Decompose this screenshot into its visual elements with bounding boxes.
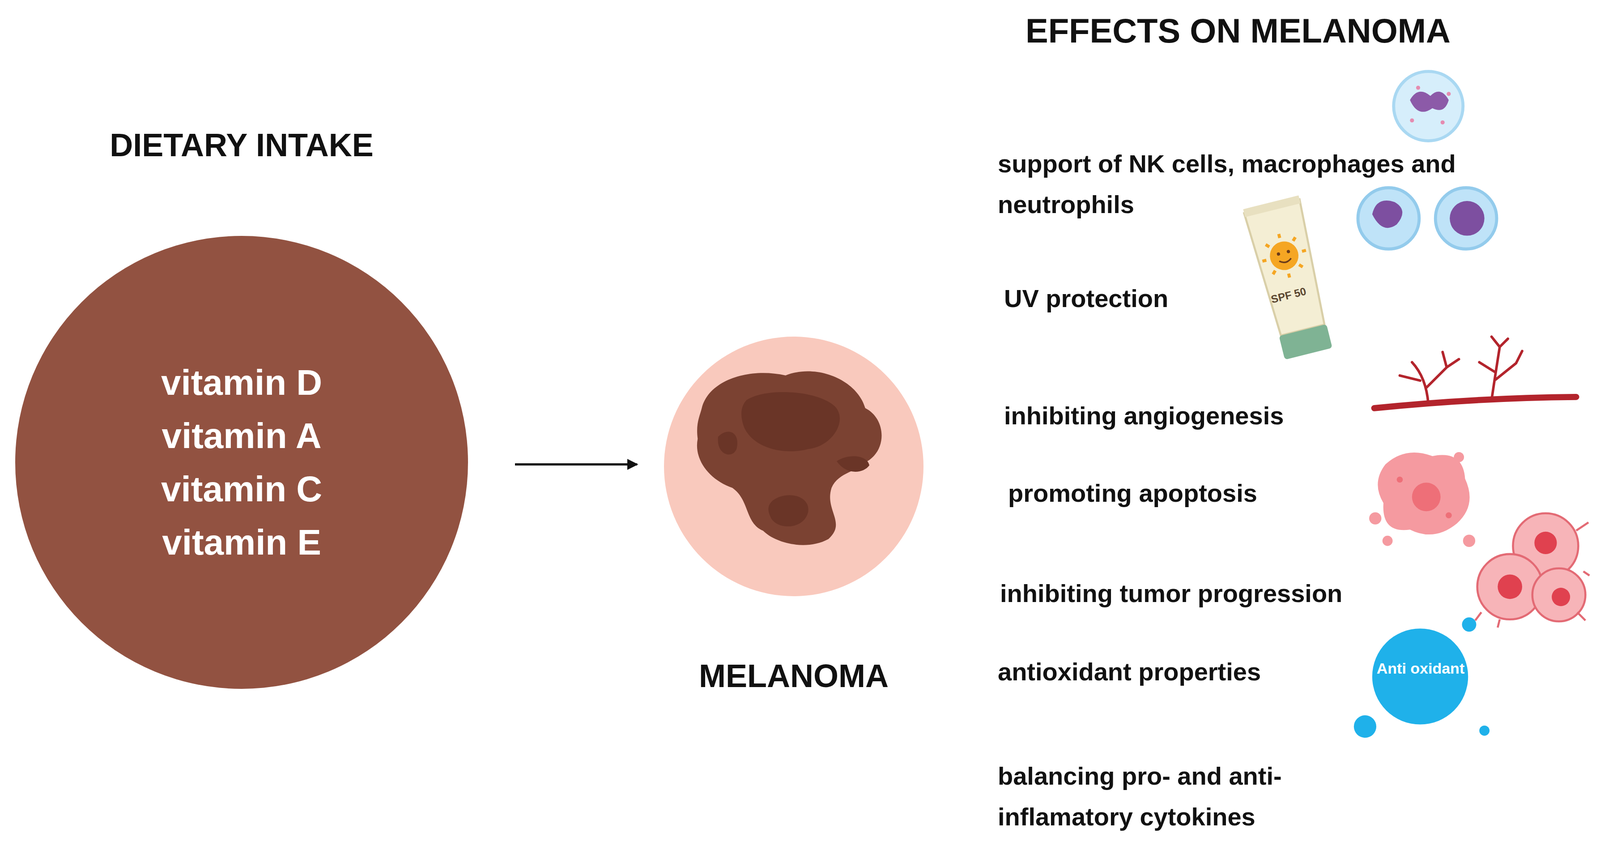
vitamin-text: vitamin D [161, 355, 323, 409]
intake-node: DIETARY INTAKEvitamin Dvitamin Avitamin … [15, 235, 469, 689]
apoptotic-cell-icon [1369, 451, 1476, 547]
vitamin-text: vitamin E [161, 515, 322, 569]
section-heading: EFFECTS ON MELANOMA [1025, 10, 1585, 52]
lesion-spot [836, 455, 870, 472]
lesion-spot [741, 391, 840, 452]
node-shape [15, 235, 469, 689]
effect-text: inhibiting tumor progression [1000, 572, 1448, 614]
intake-circle [15, 235, 469, 689]
tube-print: SPF 50 [1260, 282, 1317, 309]
antioxidant-bubble-icon [1353, 617, 1490, 738]
melanoma-node: MELANOMA [663, 336, 924, 596]
node-shape [663, 336, 924, 596]
vitamin-text: vitamin A [161, 408, 322, 463]
blood-vessel-icon [1374, 336, 1576, 409]
melanoma-lesion [697, 371, 882, 545]
effect-text: balancing pro- and anti- inflamatory cyt… [997, 755, 1401, 837]
sunscreen-tube-icon [1242, 195, 1337, 361]
effect-text: inhibiting angiogenesis [1004, 395, 1371, 436]
melanoma-circle [663, 336, 924, 596]
effect-text: antioxidant properties [997, 651, 1356, 692]
lesion-spot [718, 431, 738, 455]
vitamin-text: vitamin C [161, 462, 323, 516]
node-heading: DIETARY INTAKE [0, 126, 558, 164]
effect-text: promoting apoptosis [1008, 472, 1358, 514]
effect-text: support of NK cells, macrophages and neu… [997, 143, 1589, 225]
arrow-connector [514, 463, 638, 466]
node-heading: MELANOMA [574, 657, 1013, 695]
effect-text: UV protection [1004, 277, 1295, 319]
bubble-text: Anti oxidant [1375, 659, 1466, 677]
tumor-cells-icon [1475, 513, 1590, 628]
lesion-spot [768, 494, 809, 527]
